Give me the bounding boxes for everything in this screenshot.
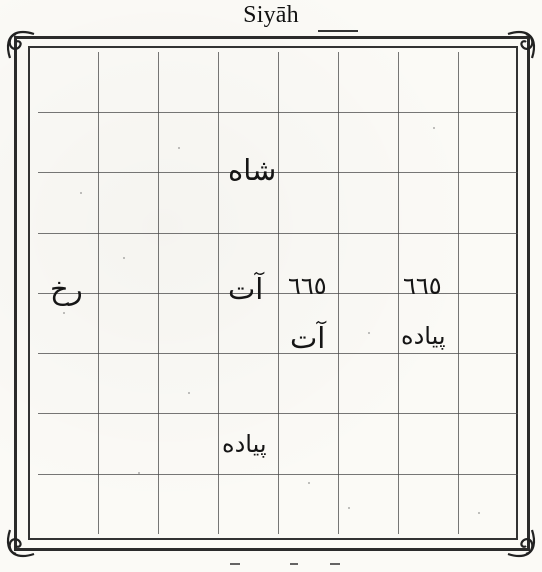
grid-line-horizontal bbox=[38, 474, 518, 475]
scan-speck bbox=[123, 257, 125, 259]
piece-shah: شاه bbox=[228, 156, 276, 185]
grid-line-horizontal bbox=[38, 413, 518, 414]
scan-speck bbox=[138, 472, 140, 474]
corner-ornament-bottom-left bbox=[4, 526, 38, 560]
scan-speck bbox=[188, 392, 190, 394]
piece-rukh: رخ bbox=[50, 275, 83, 304]
piece-piyade: پیاده bbox=[222, 432, 267, 456]
caption-underline bbox=[318, 30, 358, 32]
piece-piyade: پیاده bbox=[401, 324, 446, 348]
piece-numeral: ٦٦٥ bbox=[288, 274, 327, 298]
piece-at: آت bbox=[290, 324, 325, 353]
scan-speck bbox=[478, 512, 480, 514]
grid-line-horizontal bbox=[38, 172, 518, 173]
corner-ornament-top-left bbox=[4, 28, 38, 62]
scan-speck bbox=[80, 192, 82, 194]
grid-line-horizontal bbox=[38, 353, 518, 354]
scan-speck bbox=[368, 332, 370, 334]
chess-board-grid: شاه رخ آت ٦٦٥ ٦٦٥ آت پیاده پیاده bbox=[38, 52, 518, 534]
scan-speck bbox=[308, 482, 310, 484]
grid-line-horizontal bbox=[38, 233, 518, 234]
trace-marks bbox=[230, 558, 350, 568]
scan-speck bbox=[63, 312, 65, 314]
piece-numeral: ٦٦٥ bbox=[403, 274, 442, 298]
grid-line-horizontal bbox=[38, 293, 518, 294]
page-bottom-trace bbox=[230, 556, 350, 572]
board-caption: Siyāh bbox=[171, 2, 371, 29]
scan-speck bbox=[178, 147, 180, 149]
piece-at: آت bbox=[228, 275, 263, 304]
scan-speck bbox=[348, 507, 350, 509]
scan-speck bbox=[433, 127, 435, 129]
grid-line-horizontal bbox=[38, 112, 518, 113]
